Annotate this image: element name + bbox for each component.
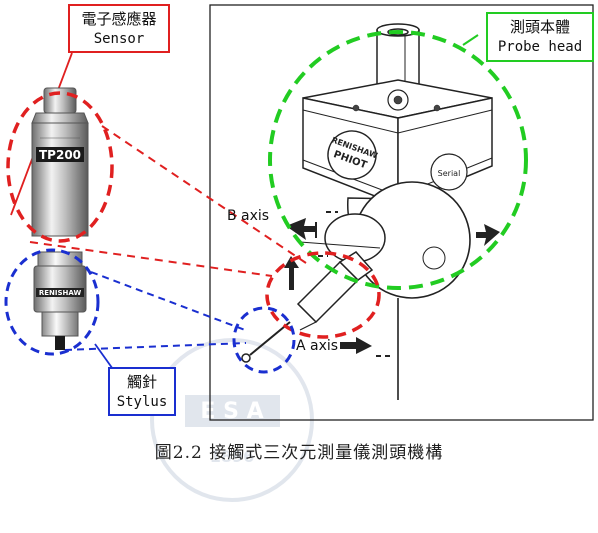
svg-text:TP200: TP200 [39, 148, 81, 162]
stylus-label-en: Stylus [116, 394, 168, 410]
stylus-callout: 觸針 Stylus [108, 367, 176, 416]
figure-caption: 圖2.2 接觸式三次元測量儀測頭機構 [154, 443, 444, 463]
tip-highlight-ellipse [232, 306, 296, 374]
probe-head-frame [209, 4, 594, 421]
sensor-callout: 電子感應器 Sensor [68, 4, 170, 53]
stylus-connector-top [90, 271, 246, 331]
probe-head-label-zh: 測頭本體 [509, 18, 570, 36]
b-axis-label: B axis [227, 208, 270, 224]
stylus-connector-bottom [64, 342, 247, 351]
probe-head-callout: 測頭本體 Probe head [486, 12, 594, 62]
probe-head-drawing: RENISHAW PHIOT Serial [241, 23, 493, 400]
shaft-highlight-ellipse [265, 251, 381, 339]
stylus-highlight-ellipse [4, 248, 100, 356]
sensor-connector-top [101, 125, 307, 264]
stylus-module: RENISHAW [33, 251, 87, 350]
probe-head-label-en: Probe head [497, 39, 583, 55]
sensor-connector-bottom [29, 241, 273, 277]
svg-text:1896: 1896 [210, 447, 255, 466]
rotation-arrows [284, 211, 500, 357]
a-axis-label: A axis [296, 338, 339, 354]
sensor-label-zh: 電子感應器 [81, 10, 157, 28]
sensor-highlight-ellipse [6, 91, 114, 243]
svg-text:RENISHAW: RENISHAW [39, 289, 82, 297]
probe-leader-line [462, 34, 479, 46]
svg-text:Serial: Serial [438, 169, 461, 178]
probe-head-highlight-circle [268, 30, 528, 290]
tp200-sensor: TP200 [31, 87, 89, 237]
stylus-label-zh: 觸針 [126, 373, 157, 391]
sensor-label-en: Sensor [93, 31, 145, 47]
